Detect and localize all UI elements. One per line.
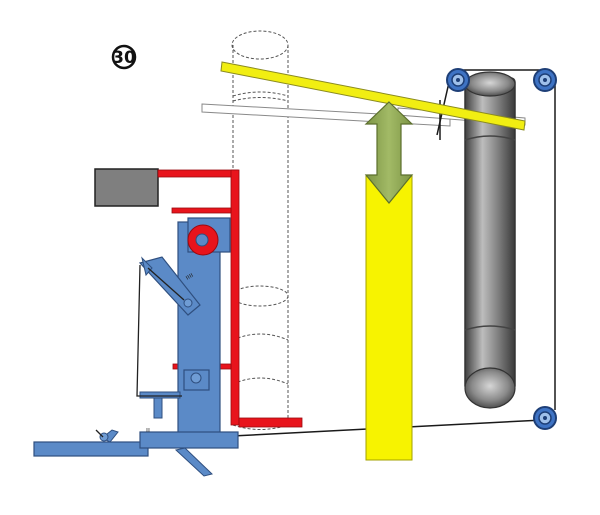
blue-mechanism: ıııı ıı <box>33 217 239 477</box>
pivot-icon <box>187 224 219 256</box>
step-number-badge: 30 <box>111 44 137 70</box>
double-arrow-icon <box>364 101 414 204</box>
base-mark: ıı <box>146 426 150 434</box>
ghost-column <box>231 30 289 430</box>
yellow-column <box>365 175 413 461</box>
lever-mark: ıııı <box>184 271 195 282</box>
pulley-top-left <box>446 68 470 92</box>
roller-column <box>464 71 516 409</box>
weight-block <box>94 168 159 207</box>
pulley-bottom-right <box>533 406 557 430</box>
top-lever-bar <box>220 61 526 131</box>
link-wires <box>95 264 185 438</box>
pulley-top-right <box>533 68 557 92</box>
step-number: 30 <box>112 48 136 68</box>
